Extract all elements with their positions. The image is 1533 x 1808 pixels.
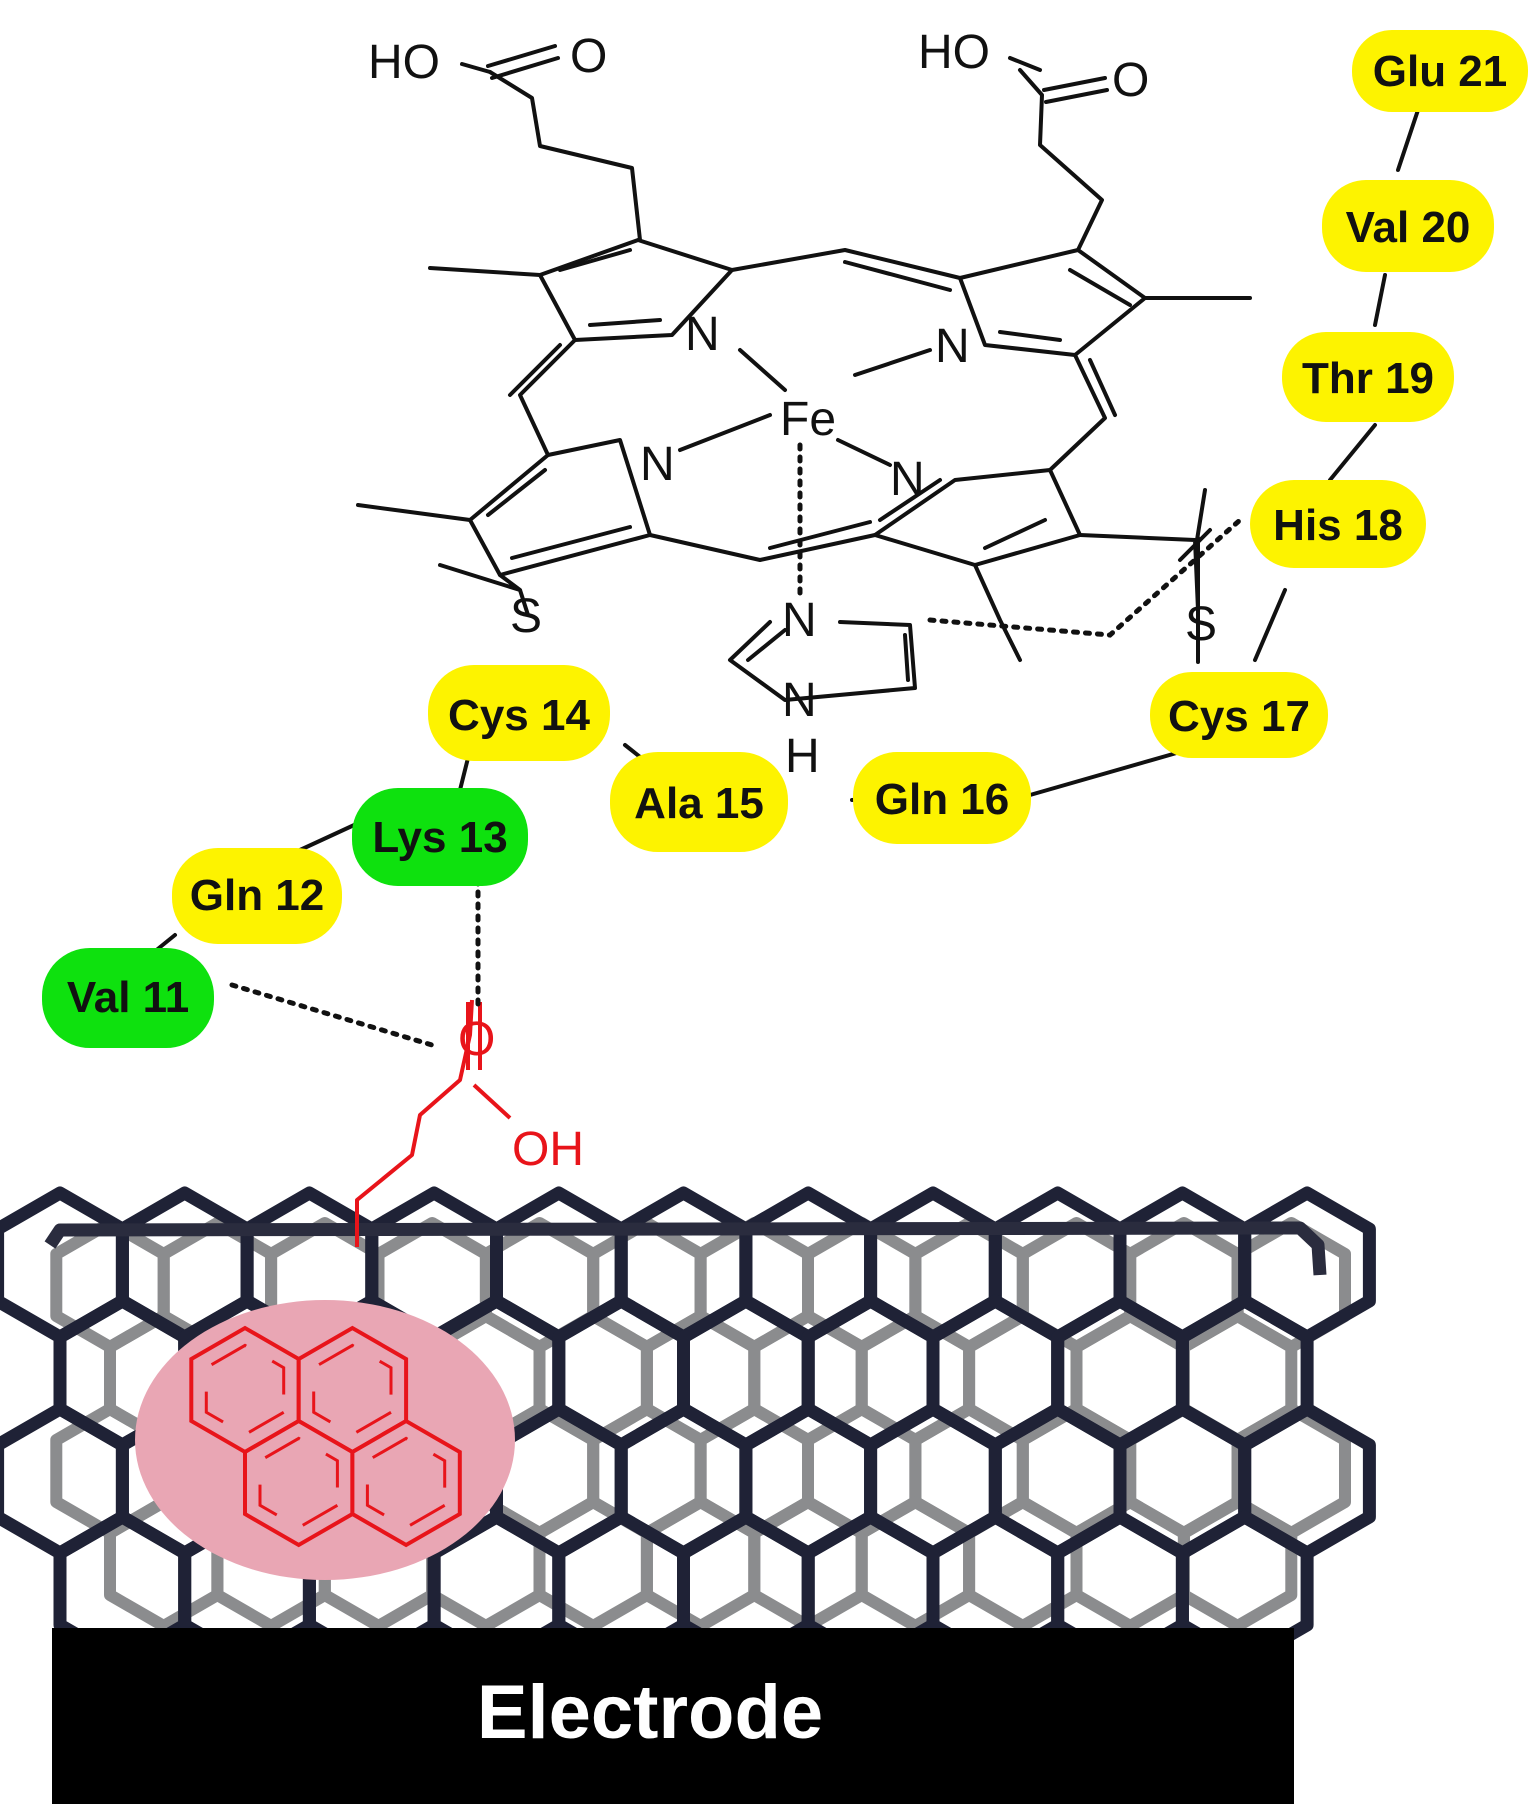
residue-val20-label: Val 20 xyxy=(1346,203,1471,252)
pyrrole-top-left-inner xyxy=(558,248,662,327)
pyrrole-top-left xyxy=(538,238,734,342)
residue-thr19: Thr 19 xyxy=(1282,332,1454,422)
residue-glu21-badge xyxy=(1352,30,1528,112)
residue-cys17-badge xyxy=(1150,672,1328,758)
iron-atom: Fe xyxy=(780,393,836,446)
residue-gln16-badge xyxy=(853,752,1031,844)
residue-gln12-badge xyxy=(172,848,342,944)
bottom-right-sub xyxy=(973,563,1022,662)
electrode-label: Electrode xyxy=(477,1670,823,1755)
propionate-right-oh xyxy=(1008,56,1042,72)
residue-cys14-label: Cys 14 xyxy=(448,691,590,740)
imidazole-n-top: N xyxy=(782,594,817,647)
pyrene-inner-bond xyxy=(365,1436,447,1530)
residue-his18-label: His 18 xyxy=(1273,501,1403,550)
nitrogen-bottom-right: N xyxy=(890,453,925,506)
residue-val20: Val 20 xyxy=(1322,180,1494,272)
residue-his18-badge xyxy=(1250,480,1426,568)
pyrrole-bottom-right xyxy=(873,468,1082,567)
meso-right xyxy=(1048,353,1107,472)
linker-hydroxyl: OH xyxy=(512,1123,584,1176)
thioether-right-cross xyxy=(1178,488,1212,562)
val11-linker-hbond xyxy=(229,982,435,1048)
propionate-left xyxy=(488,70,642,242)
n-fe-bonds xyxy=(678,348,932,467)
pyrene-inner-bond xyxy=(204,1343,286,1437)
residue-val11-badge xyxy=(42,948,214,1048)
pyrene-ring xyxy=(350,1418,462,1548)
carboxyl-left-o: O xyxy=(570,30,607,83)
residue-val20-badge xyxy=(1322,180,1494,272)
propionate-left-double xyxy=(486,44,560,80)
residue-ala15: Ala 15 xyxy=(610,752,788,852)
propionate-right-double xyxy=(1042,76,1109,104)
meso-left-double xyxy=(508,343,562,397)
linker-carbonyl-o: O xyxy=(458,1013,495,1066)
meso-top xyxy=(730,248,962,280)
residue-glu21: Glu 21 xyxy=(1352,30,1528,112)
residue-lys13-label: Lys 13 xyxy=(372,813,507,862)
nitrogen-bottom-left: N xyxy=(640,438,675,491)
residue-cys17: Cys 17 xyxy=(1150,672,1328,758)
residue-links xyxy=(136,108,1420,967)
imidazole-h: H xyxy=(785,730,820,783)
nanotube-top-edge xyxy=(44,1221,1327,1276)
sulfur-right: S xyxy=(1185,598,1217,651)
meso-bottom xyxy=(648,533,877,562)
his18-hbond xyxy=(927,517,1243,638)
methyl-bottom-left xyxy=(356,503,472,522)
residue-val11-label: Val 11 xyxy=(67,973,189,1022)
residue-gln16-label: Gln 16 xyxy=(875,775,1010,824)
meso-top-double xyxy=(843,260,952,292)
meso-right-double xyxy=(1088,358,1117,417)
residue-ala15-label: Ala 15 xyxy=(634,779,764,828)
electrode-block xyxy=(52,1628,1294,1804)
carboxyl-right-oh: HO xyxy=(918,26,990,79)
pyrene-anchor xyxy=(135,1300,515,1580)
pyrrole-bottom-right-inner xyxy=(878,478,1047,550)
carboxyl-right-o: O xyxy=(1112,54,1149,107)
imidazole-ring xyxy=(728,620,917,702)
residue-lys13: Lys 13 xyxy=(352,788,528,886)
pyrrole-bottom-left xyxy=(468,438,652,577)
carboxyl-left-oh: HO xyxy=(368,36,440,89)
pyrrole-bottom-left-inner xyxy=(486,468,632,560)
residue-gln12: Gln 12 xyxy=(172,848,342,944)
pyrene-inner-bond xyxy=(258,1436,339,1530)
propionate-left-oh xyxy=(460,62,492,74)
sulfur-left: S xyxy=(510,590,542,643)
residue-lys13-badge xyxy=(352,788,528,886)
residue-thr19-badge xyxy=(1282,332,1454,422)
imidazole-double xyxy=(746,628,910,682)
heme-group: HO O HO O xyxy=(356,26,1252,783)
residue-gln12-label: Gln 12 xyxy=(190,871,325,920)
pyrrole-top-right-inner xyxy=(998,268,1132,342)
residue-gln16: Gln 16 xyxy=(853,752,1031,844)
imidazole-n-bottom: N xyxy=(782,674,817,727)
pyrene-butyric-acid: O OH xyxy=(135,999,584,1580)
residue-cys17-label: Cys 17 xyxy=(1168,692,1310,741)
residue-his18: His 18 xyxy=(1250,480,1426,568)
electrode: Electrode xyxy=(52,1628,1294,1804)
residue-cys14: Cys 14 xyxy=(428,665,610,761)
thioether-left xyxy=(438,563,530,617)
methyl-top-left xyxy=(428,266,542,277)
nanotube-hexagon xyxy=(1177,1496,1298,1632)
carboxyl-double-bond xyxy=(466,1002,482,1070)
propionate-right xyxy=(1018,68,1104,252)
nitrogen-top-left: N xyxy=(685,308,720,361)
residue-glu21-label: Glu 21 xyxy=(1373,47,1508,96)
meso-bottom-double xyxy=(768,520,872,550)
carboxyl-oh-bond xyxy=(472,1083,512,1120)
pyrene-inner-bond xyxy=(312,1343,393,1437)
residue-cys14-badge xyxy=(428,665,610,761)
residues: Glu 21 Val 20 Thr 19 His 18 Cys 17 Gln 1… xyxy=(42,30,1528,1048)
residue-val11: Val 11 xyxy=(42,948,214,1048)
meso-left xyxy=(518,338,577,457)
pyrrole-top-right xyxy=(958,248,1147,357)
residue-thr19-label: Thr 19 xyxy=(1302,354,1434,403)
nitrogen-top-right: N xyxy=(935,320,970,373)
residue-ala15-badge xyxy=(610,752,788,852)
